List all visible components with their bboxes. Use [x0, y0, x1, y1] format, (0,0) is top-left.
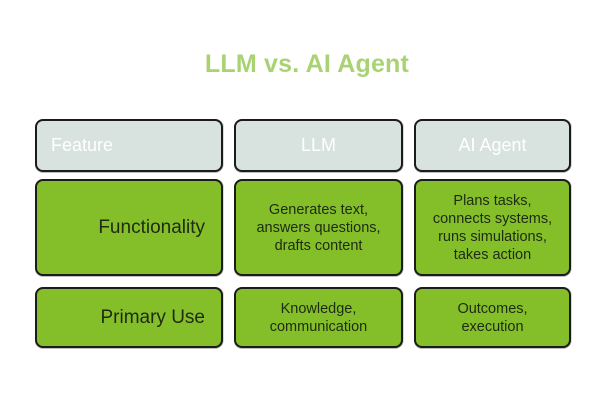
llm-value: Knowledge, communication [269, 300, 368, 335]
header-feature-label: Feature [51, 135, 114, 155]
header-llm: LLM [234, 119, 403, 172]
row-primary-use-label: Primary Use [35, 287, 223, 348]
row-functionality-llm: Generates text, answers questions, draft… [234, 179, 403, 276]
row-primary-use-agent: Outcomes, execution [414, 287, 571, 348]
feature-label: Primary Use [100, 306, 205, 328]
feature-label: Functionality [98, 216, 205, 238]
header-feature: Feature [35, 119, 223, 172]
llm-value: Generates text, answers questions, draft… [256, 201, 381, 254]
row-functionality-agent: Plans tasks, connects systems, runs simu… [414, 179, 571, 276]
agent-value: Outcomes, execution [457, 300, 528, 335]
diagram-title: LLM vs. AI Agent [204, 50, 410, 78]
agent-value: Plans tasks, connects systems, runs simu… [432, 192, 553, 263]
header-ai-agent: AI Agent [414, 119, 571, 172]
row-functionality-label: Functionality [35, 179, 223, 276]
header-ai-agent-label: AI Agent [458, 135, 527, 155]
row-primary-use-llm: Knowledge, communication [234, 287, 403, 348]
header-llm-label: LLM [300, 135, 336, 155]
